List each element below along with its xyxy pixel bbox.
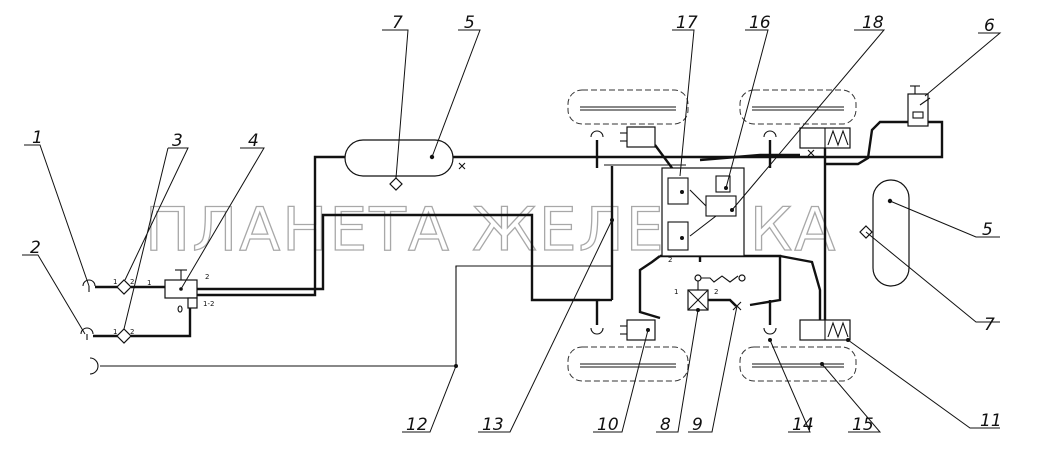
callout-15: 15	[852, 415, 874, 435]
callout-6: 6	[984, 16, 995, 36]
svg-text:1: 1	[113, 328, 117, 336]
callout-10: 10	[597, 415, 619, 435]
valve-8	[687, 274, 746, 311]
sensor-rear-right	[763, 327, 777, 335]
callout-16: 16	[749, 13, 771, 33]
svg-text:1: 1	[113, 278, 117, 286]
svg-text:2: 2	[205, 273, 209, 281]
callout-8: 8	[660, 415, 671, 435]
callout-1: 1	[32, 128, 43, 148]
sensor-rear-left	[590, 327, 604, 335]
callout-18: 18	[862, 13, 884, 33]
sensor-front-left	[590, 130, 604, 138]
callout-3: 3	[172, 131, 183, 151]
callout-14: 14	[792, 415, 814, 435]
svg-text:2: 2	[668, 256, 672, 264]
svg-text:2: 2	[130, 278, 134, 286]
sensor-front-right	[763, 130, 777, 138]
wheel-front-right	[739, 89, 857, 125]
callout-7-right: 7	[984, 315, 995, 335]
callout-13: 13	[482, 415, 504, 435]
component-6	[907, 85, 931, 127]
brake-chamber-front-left	[620, 126, 656, 148]
svg-text:2: 2	[714, 288, 718, 296]
spring-brake-chamber-rear-right	[799, 319, 851, 341]
air-receiver-right	[872, 179, 910, 287]
wheel-rear-right	[739, 346, 857, 382]
leader-lines	[22, 29, 1002, 433]
trailer-control-valve	[164, 269, 198, 313]
spring-brake-chamber-front-right	[799, 127, 851, 149]
callout-9: 9	[692, 415, 703, 435]
svg-text:1: 1	[674, 288, 678, 296]
callout-5-top: 5	[464, 13, 475, 33]
callout-17: 17	[676, 13, 698, 33]
coupling-head-2	[80, 327, 118, 340]
callout-7-top: 7	[392, 13, 403, 33]
wheel-front-left	[567, 89, 689, 125]
coupling-head-1	[82, 279, 118, 292]
line-filter-lower	[116, 328, 132, 344]
line-filter-upper	[116, 279, 132, 295]
brake-chamber-rear-left	[620, 319, 656, 341]
wheel-rear-left	[567, 346, 689, 382]
callout-11: 11	[980, 411, 1002, 431]
control-coupling	[89, 357, 99, 375]
central-valve-block	[661, 167, 745, 257]
callout-4: 4	[248, 131, 259, 151]
svg-text:2: 2	[130, 328, 134, 336]
callout-12: 12	[406, 415, 428, 435]
callout-2: 2	[30, 238, 41, 258]
svg-text:1-2: 1-2	[203, 300, 214, 308]
svg-text:1: 1	[147, 279, 151, 287]
drain-valve-top	[389, 176, 403, 191]
callout-5-right: 5	[982, 220, 993, 240]
